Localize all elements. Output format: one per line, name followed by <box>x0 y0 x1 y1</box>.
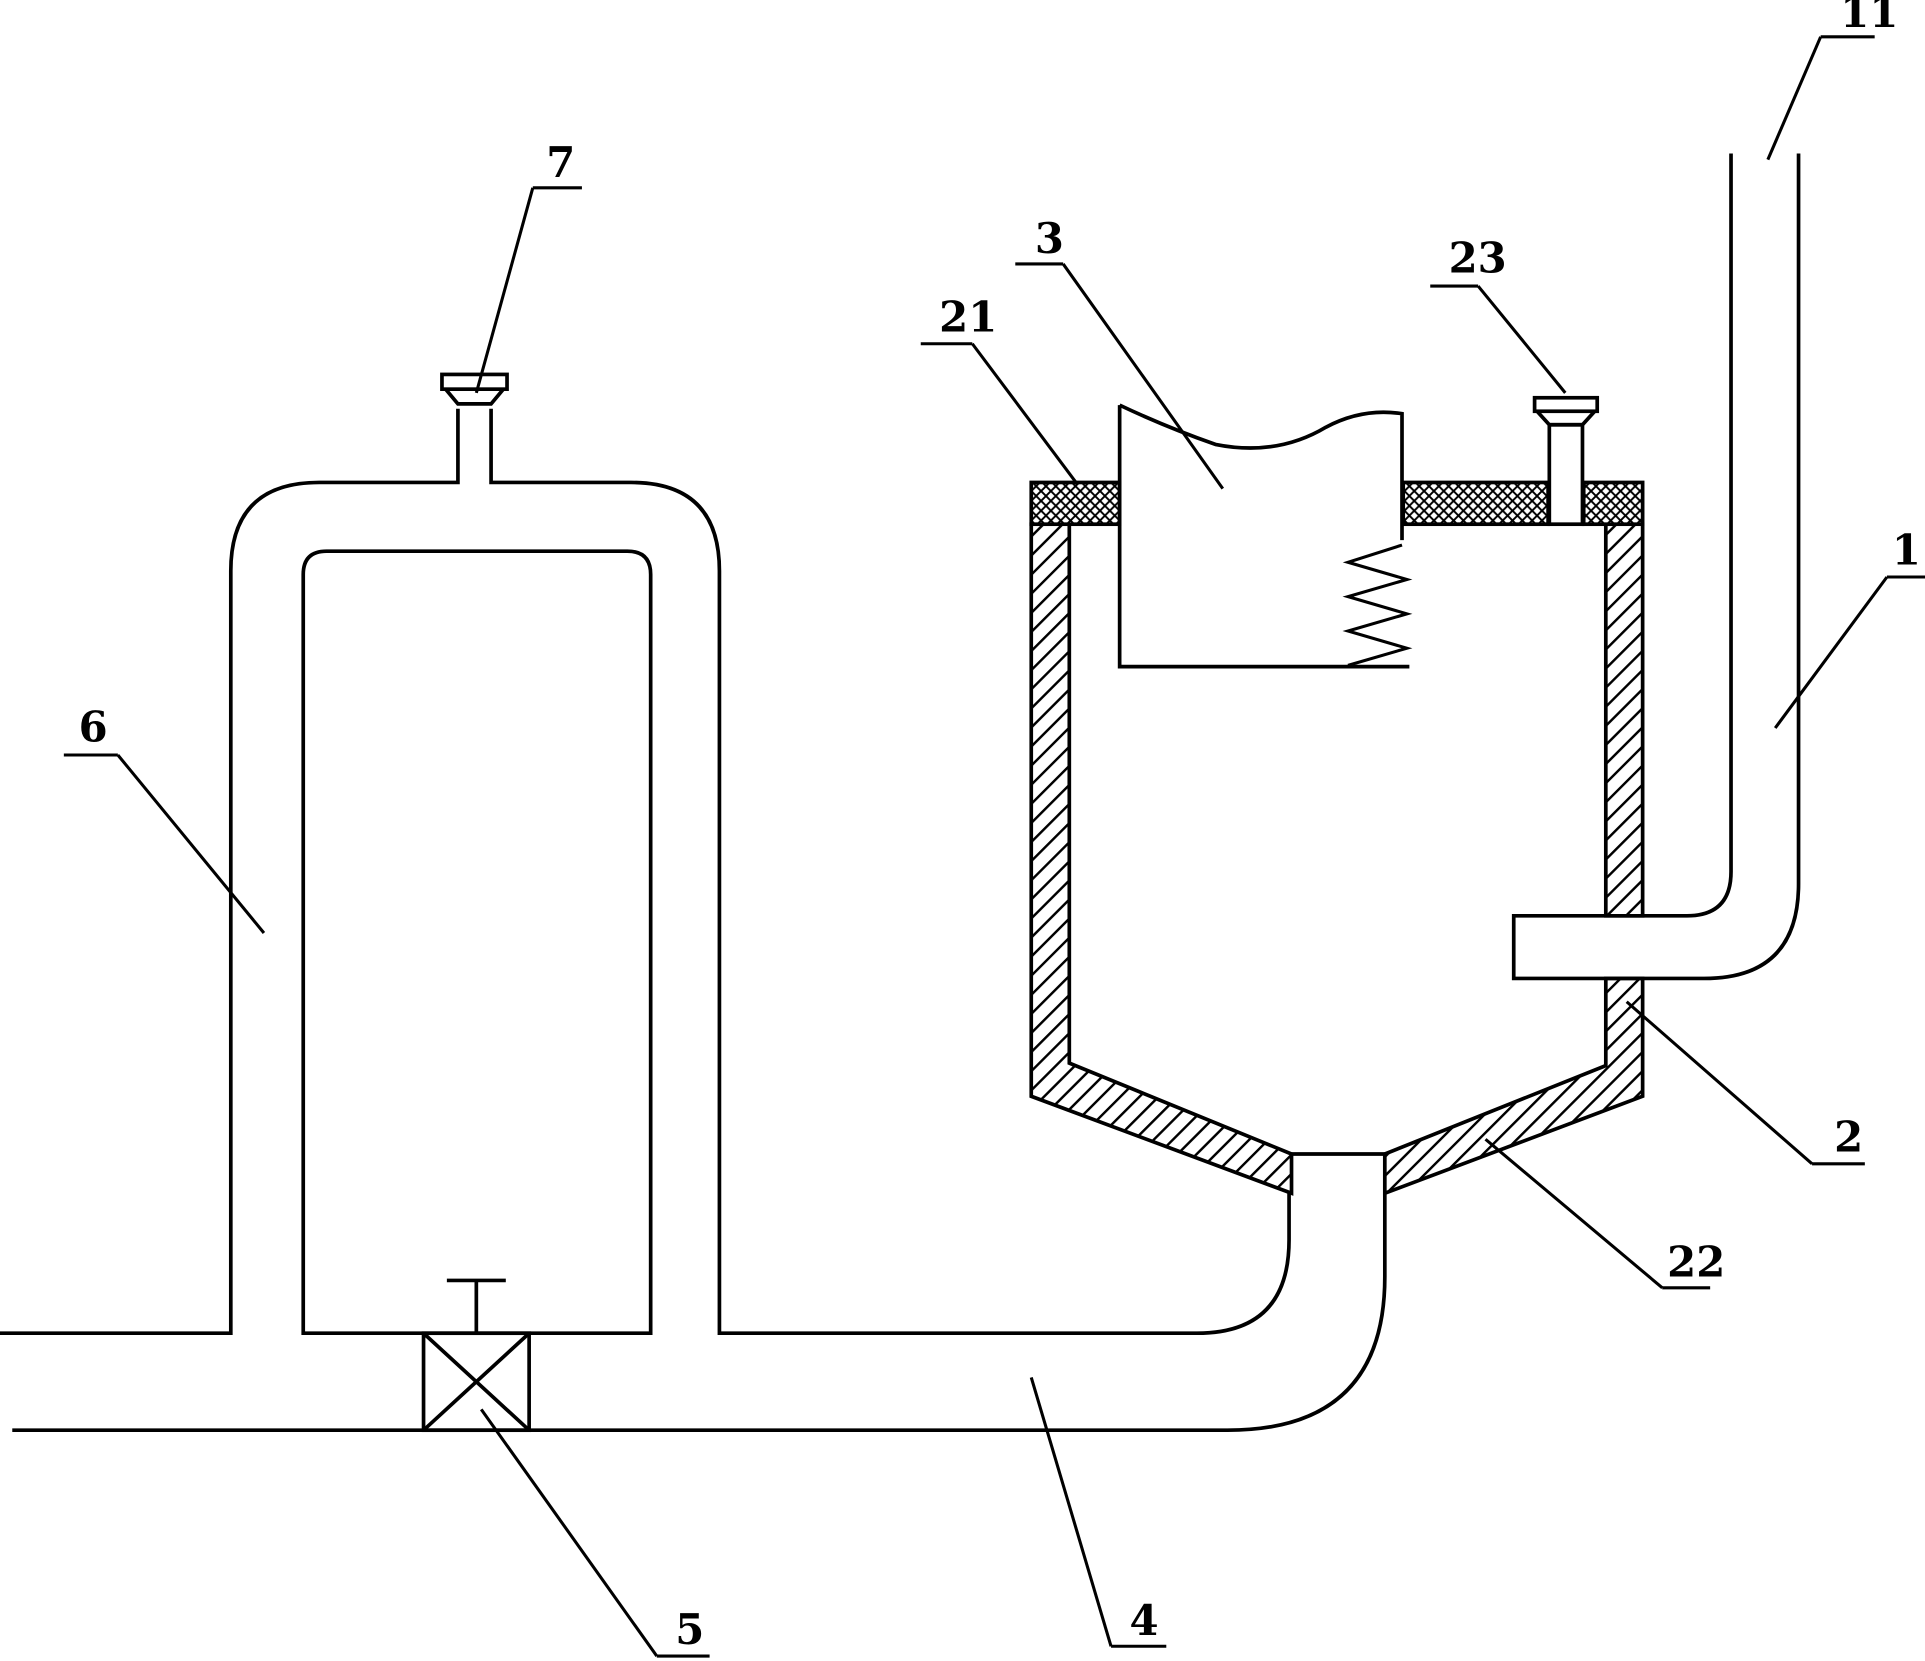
lid-middle-section <box>1401 480 1550 527</box>
label-2: 2 <box>1834 1113 1863 1162</box>
outlet-pipe <box>0 408 1387 1433</box>
lid-left-section <box>1029 480 1122 527</box>
leader-lines <box>63 35 1925 1658</box>
lid-right-section <box>1581 480 1645 527</box>
label-22: 22 <box>1667 1238 1725 1287</box>
top-vent-valve <box>440 372 509 406</box>
label-21: 21 <box>939 292 997 341</box>
gate-valve <box>421 1278 531 1433</box>
spring <box>1342 543 1413 667</box>
label-5: 5 <box>675 1605 704 1654</box>
label-1: 1 <box>1892 526 1921 575</box>
label-3: 3 <box>1035 214 1064 263</box>
label-23: 23 <box>1449 234 1507 283</box>
label-6: 6 <box>79 702 108 751</box>
label-7: 7 <box>546 138 575 187</box>
float-mechanism <box>1117 403 1413 669</box>
label-4: 4 <box>1129 1596 1158 1645</box>
bypass-loop-inner <box>301 549 653 1336</box>
tank <box>1029 480 1645 1196</box>
inlet-pipe <box>1511 153 1801 981</box>
tank-vent-valve <box>1532 395 1600 527</box>
label-11: 11 <box>1840 0 1898 37</box>
